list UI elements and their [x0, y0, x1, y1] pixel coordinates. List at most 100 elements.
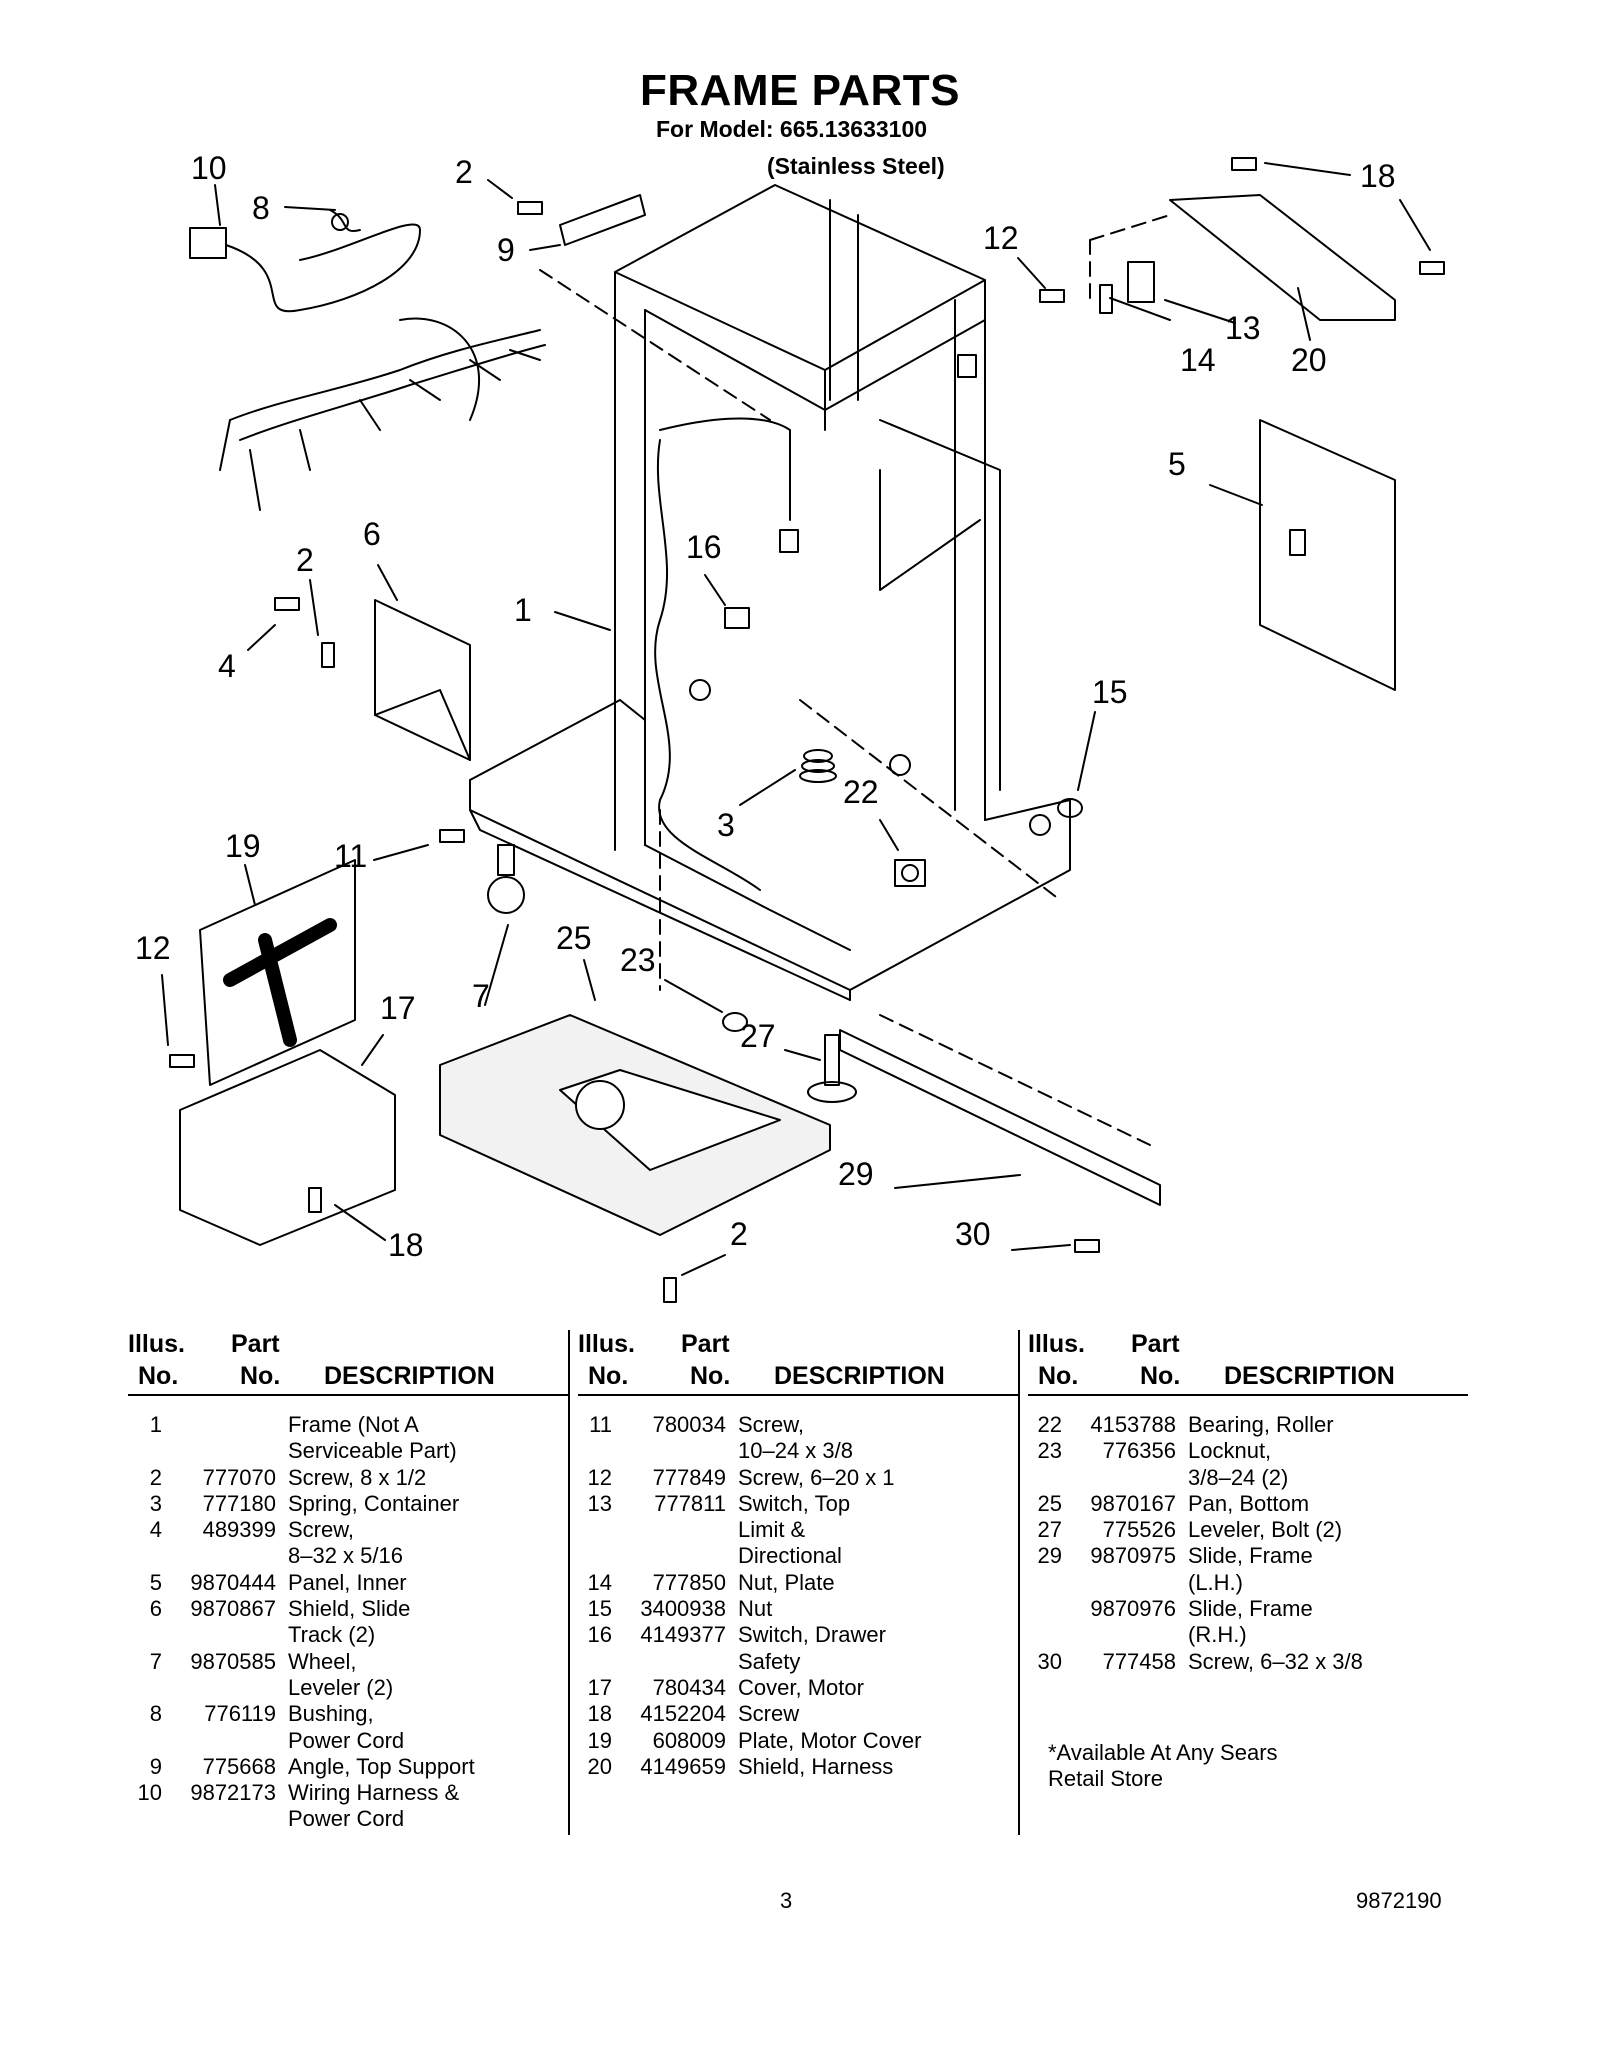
callout-13: 13	[1225, 310, 1261, 346]
parts-table-header: Illus. No. Part No. DESCRIPTION	[578, 1330, 1018, 1390]
inner-panel-slot	[1289, 529, 1306, 556]
callout-18-top: 18	[1360, 158, 1396, 194]
column-divider	[568, 1330, 570, 1835]
part-number: 777849	[652, 1464, 726, 1490]
part-description: Switch, Top	[738, 1490, 851, 1516]
callout-2-bottom: 2	[730, 1216, 748, 1252]
harness-shield-part	[1169, 194, 1396, 321]
part-description: Safety	[738, 1648, 801, 1674]
callout-30: 30	[955, 1216, 991, 1252]
illus-number: 1	[149, 1412, 162, 1437]
part-description: Locknut,	[1188, 1438, 1272, 1464]
illus-number: 25	[1037, 1490, 1062, 1516]
part-number: 777070	[202, 1464, 276, 1490]
part-description: Wheel,	[288, 1648, 357, 1674]
callout-4: 4	[218, 648, 236, 684]
part-description: Wiring Harness &	[288, 1780, 460, 1806]
callout-29: 29	[838, 1156, 874, 1192]
header-divider	[578, 1394, 1018, 1396]
illus-number: 22	[1037, 1412, 1062, 1437]
callout-6: 6	[363, 516, 381, 552]
callout-20: 20	[1291, 342, 1327, 378]
part-description: Screw, 8 x 1/2	[288, 1464, 427, 1490]
header-illus-line2: No.	[588, 1362, 629, 1390]
header-part-line2: No.	[690, 1362, 731, 1390]
model-variant: (Stainless Steel)	[767, 153, 945, 179]
callout-12-top: 12	[983, 220, 1019, 256]
part-description: Leveler, Bolt (2)	[1188, 1517, 1343, 1543]
part-number: 9870167	[1090, 1490, 1176, 1516]
part-description: Shield, Slide	[288, 1596, 411, 1622]
part-description: Serviceable Part)	[288, 1438, 457, 1464]
part-number: 4152204	[640, 1701, 726, 1727]
part-description: Screw,	[738, 1412, 805, 1437]
part-number: 777180	[202, 1490, 276, 1516]
model-number: For Model: 665.13633100	[656, 116, 928, 142]
parts-table-header: Illus. No. Part No. DESCRIPTION	[128, 1330, 568, 1390]
callout-15: 15	[1092, 674, 1128, 710]
callout-10: 10	[191, 150, 227, 186]
part-number: 9870585	[190, 1648, 276, 1674]
part-description: Switch, Drawer	[738, 1622, 886, 1648]
part-number: 776356	[1102, 1438, 1176, 1464]
footnote-line-1: *Available At Any Sears	[1048, 1740, 1278, 1765]
illus-number: 23	[1037, 1438, 1062, 1464]
header-divider	[128, 1394, 568, 1396]
part-description: Slide, Frame	[1188, 1543, 1313, 1569]
part-description: Nut, Plate	[738, 1569, 835, 1595]
illus-number: 5	[149, 1569, 162, 1595]
inner-panel-part	[1259, 419, 1396, 691]
callout-1: 1	[514, 592, 532, 628]
illus-number: 15	[587, 1596, 612, 1622]
part-description: Plate, Motor Cover	[738, 1727, 922, 1753]
part-description: Slide, Frame	[1188, 1596, 1313, 1622]
parts-table-header: Illus. No. Part No. DESCRIPTION	[1028, 1330, 1468, 1390]
header-illus-line1: Illus.	[128, 1330, 185, 1358]
header-illus-line2: No.	[138, 1362, 179, 1390]
illus-number: 20	[587, 1753, 612, 1779]
frame-part	[469, 184, 1071, 1001]
page-title: FRAME PARTS	[639, 66, 960, 115]
part-number: 780034	[652, 1412, 726, 1437]
exploded-parts-diagram: 10 8 2 9 12 18 13 14 20 5 6 2 1 16 4 15 …	[135, 150, 1445, 1303]
illus-number: 8	[149, 1701, 162, 1727]
part-number: 9870867	[190, 1596, 276, 1622]
callout-2-top: 2	[455, 154, 473, 190]
column-divider	[1018, 1330, 1020, 1835]
part-description: Power Cord	[288, 1806, 405, 1832]
illus-number: 18	[587, 1701, 612, 1727]
callout-19: 19	[225, 828, 261, 864]
callout-7: 7	[472, 978, 490, 1014]
callout-17: 17	[380, 990, 416, 1026]
part-description: Spring, Container	[288, 1490, 460, 1516]
illus-number: 6	[149, 1596, 162, 1622]
illus-number: 16	[587, 1622, 612, 1648]
part-number: 608009	[652, 1727, 726, 1753]
part-number: 776119	[204, 1701, 276, 1727]
header-illus-line1: Illus.	[1028, 1330, 1085, 1358]
illus-number: 19	[587, 1727, 612, 1753]
part-row: 19 608009 Plate, Motor Cover	[578, 1728, 1018, 1754]
header-description: DESCRIPTION	[774, 1362, 945, 1390]
